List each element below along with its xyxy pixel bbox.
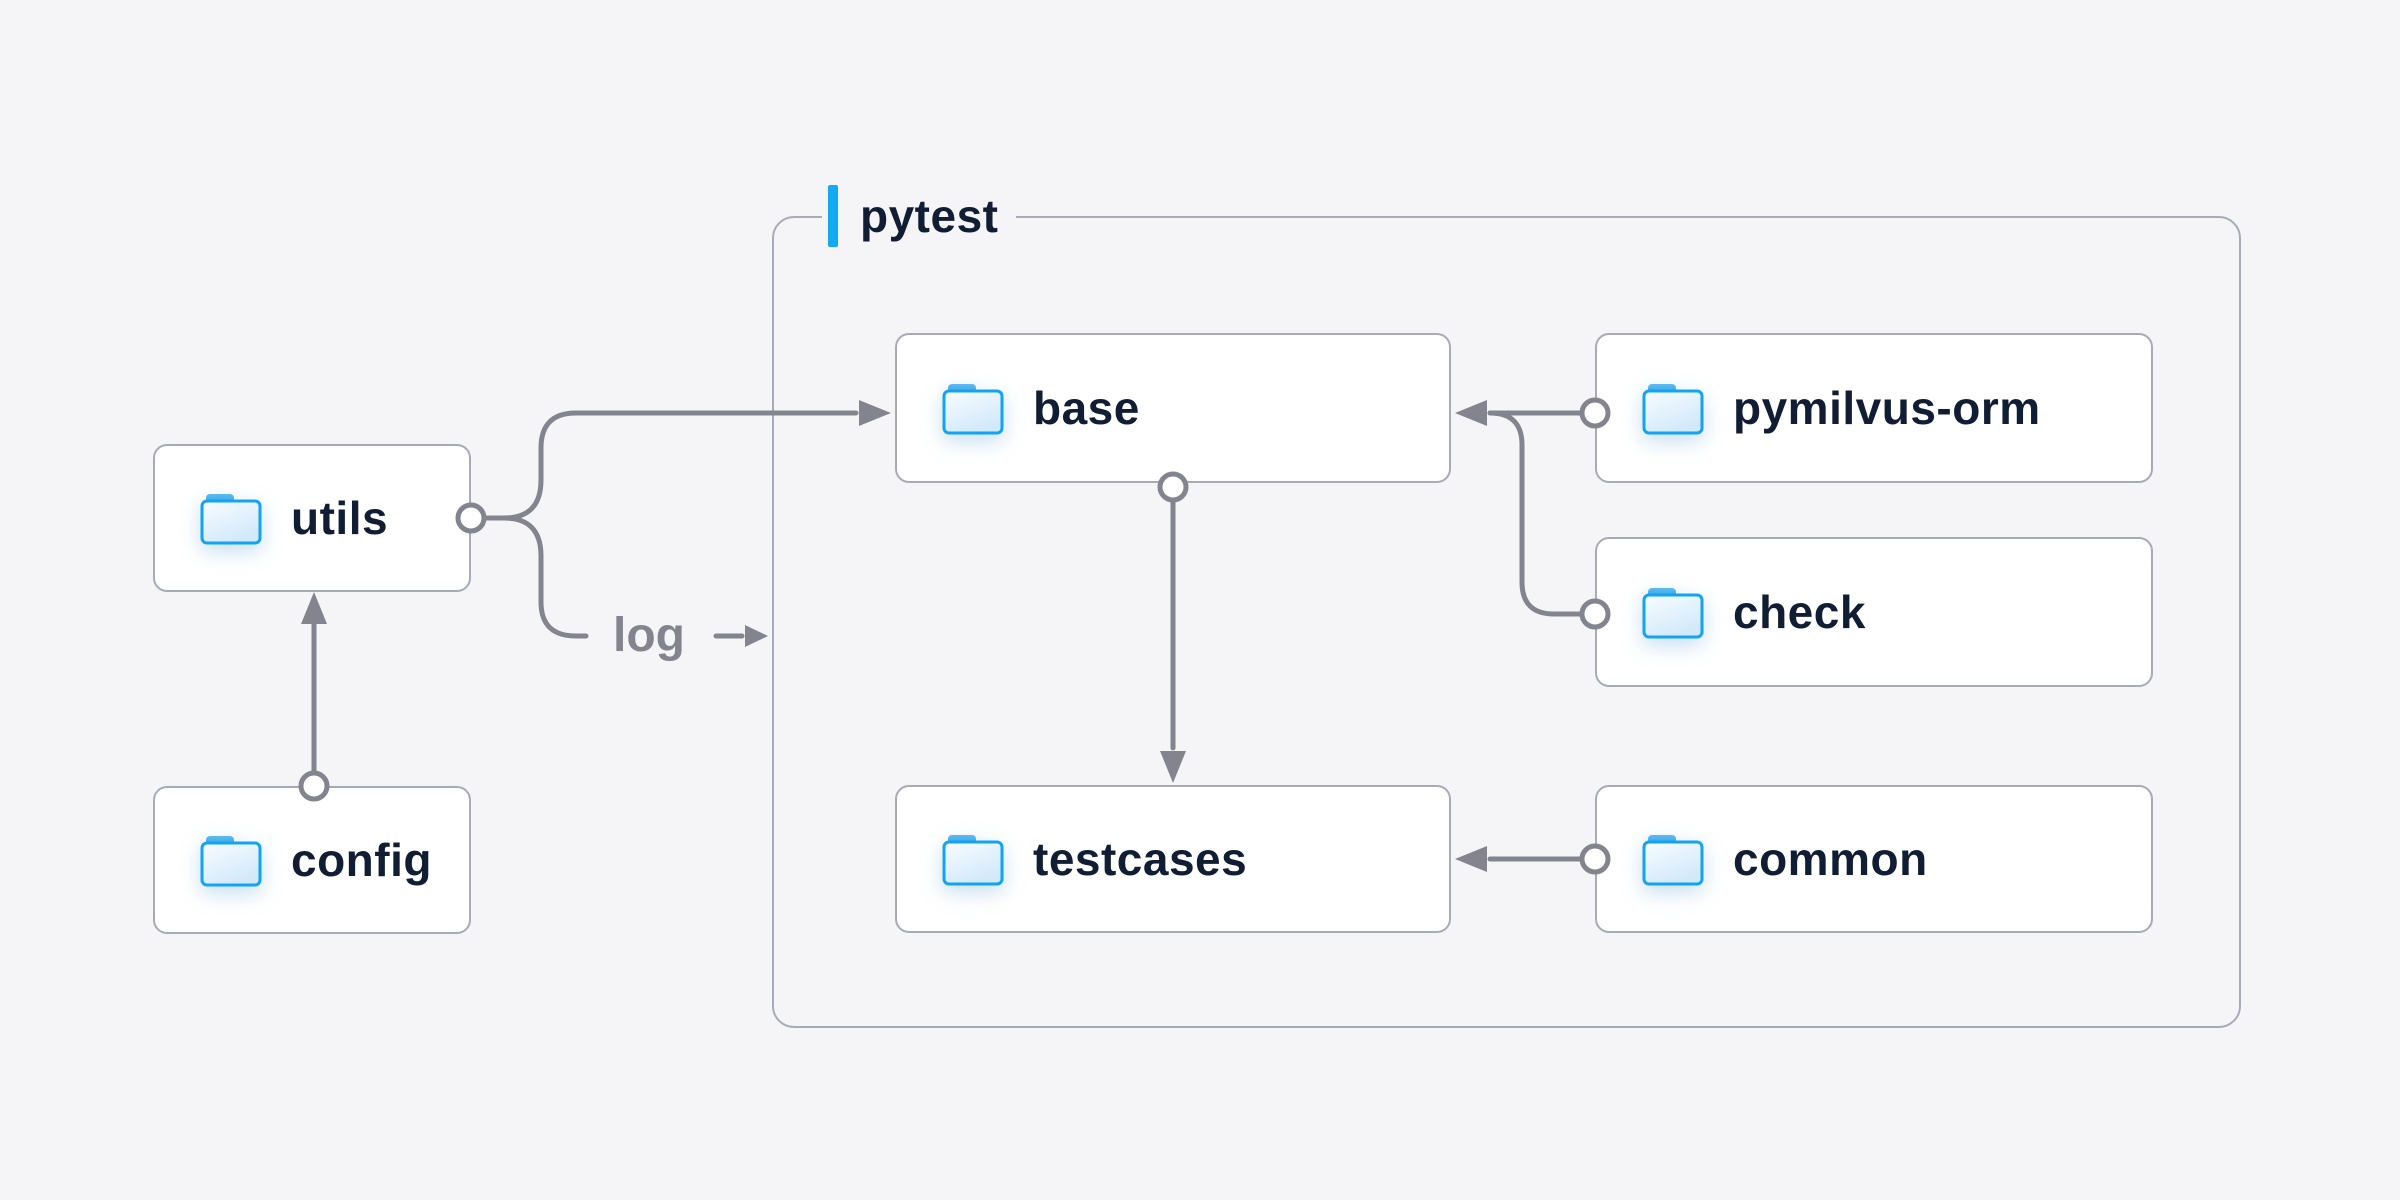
folder-node-pymilvus-orm: pymilvus-orm bbox=[1595, 333, 2153, 483]
folder-node-testcases: testcases bbox=[895, 785, 1451, 933]
folder-icon bbox=[200, 494, 262, 545]
folder-icon bbox=[1642, 384, 1704, 435]
folder-icon bbox=[1642, 588, 1704, 639]
folder-node-label: pymilvus-orm bbox=[1733, 382, 2041, 434]
folder-node-base: base bbox=[895, 333, 1451, 483]
folder-node-common: common bbox=[1595, 785, 2153, 933]
folder-node-label: utils bbox=[291, 492, 389, 544]
folder-node-label: check bbox=[1733, 586, 1866, 638]
edge-utils-to-log bbox=[483, 515, 589, 639]
folder-icon bbox=[1642, 835, 1704, 886]
pytest-container-title: pytest bbox=[860, 190, 999, 242]
folder-node-check: check bbox=[1595, 537, 2153, 687]
folder-node-label: testcases bbox=[1033, 833, 1248, 885]
folder-node-label: config bbox=[291, 834, 432, 886]
arrowhead-into-utils bbox=[301, 592, 327, 624]
pytest-container bbox=[772, 216, 2241, 1028]
folder-node-utils: utils bbox=[153, 444, 471, 592]
folder-node-label: common bbox=[1733, 833, 1928, 885]
pytest-container-label: pytest bbox=[822, 182, 1017, 250]
folder-icon bbox=[200, 836, 262, 887]
log-edge-label: log bbox=[613, 609, 685, 662]
accent-bar bbox=[828, 185, 838, 247]
folder-node-label: base bbox=[1033, 382, 1140, 434]
folder-node-config: config bbox=[153, 786, 471, 934]
folder-icon bbox=[942, 384, 1004, 435]
folder-icon bbox=[942, 835, 1004, 886]
arrowhead-log bbox=[745, 625, 768, 647]
